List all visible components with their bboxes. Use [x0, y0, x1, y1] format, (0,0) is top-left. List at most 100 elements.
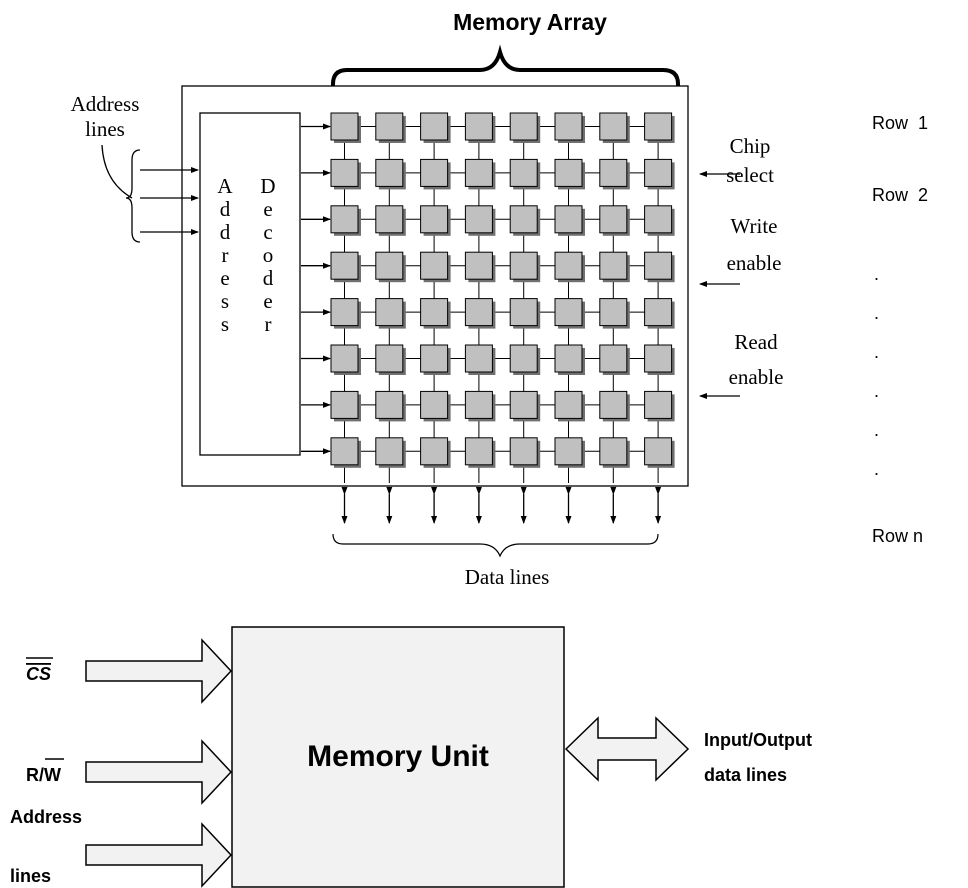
memory-cell: [554, 390, 583, 419]
row-ellipsis-dot: .: [874, 420, 879, 440]
address-lines-label-1: Address: [71, 92, 140, 116]
memory-cell: [464, 437, 493, 466]
chip-select-bar-label: CS: [26, 664, 51, 684]
read-enable-label-2: enable: [729, 365, 784, 389]
row-ellipsis-dot: .: [874, 264, 879, 284]
memory-cell: [554, 437, 583, 466]
read-write-label-r: R/: [26, 765, 44, 785]
decoder-letter-left: A: [217, 174, 233, 198]
memory-cell: [554, 344, 583, 373]
decoder-letter-left: s: [221, 312, 229, 336]
memory-cell: [330, 205, 359, 234]
decoder-letter-right: c: [263, 220, 272, 244]
memory-cell: [599, 437, 628, 466]
memory-cell: [599, 251, 628, 280]
read-write-input-arrow: [85, 739, 233, 805]
memory-cell: [599, 344, 628, 373]
memory-cell: [464, 390, 493, 419]
memory-cell: [599, 390, 628, 419]
memory-cell: [464, 205, 493, 234]
address-lines-brace: [125, 149, 141, 243]
memory-cell: [375, 298, 404, 327]
read-enable-label-1: Read: [734, 330, 778, 354]
decoder-letter-left: s: [221, 289, 229, 313]
memory-cell: [509, 390, 538, 419]
memory-cell: [644, 298, 673, 327]
memory-cell: [509, 344, 538, 373]
row-n-label: Row n: [872, 526, 923, 546]
memory-cell: [644, 112, 673, 141]
io-data-lines-label-2: data lines: [704, 765, 787, 785]
memory-cell: [420, 205, 449, 234]
memory-cell: [464, 298, 493, 327]
memory-array-title: Memory Array: [453, 9, 607, 35]
io-data-lines-label-1: Input/Output: [704, 730, 812, 750]
address-lines-label-2: lines: [85, 117, 125, 141]
read-write-label: R/W: [26, 765, 61, 785]
memory-cell: [420, 437, 449, 466]
memory-cell: [375, 344, 404, 373]
address-lines-bottom-label-2: lines: [10, 866, 51, 886]
memory-unit-box: [231, 626, 565, 888]
memory-cell: [554, 205, 583, 234]
memory-cell: [509, 112, 538, 141]
memory-cell: [464, 344, 493, 373]
memory-cell: [464, 112, 493, 141]
decoder-letter-right: e: [263, 197, 272, 221]
row-1-label: Row 1: [872, 113, 928, 133]
address-input-arrow: [85, 822, 233, 888]
memory-cell: [464, 251, 493, 280]
decoder-letter-right: d: [263, 266, 274, 290]
data-lines-brace: [332, 533, 659, 558]
decoder-letter-right: o: [263, 243, 274, 267]
io-data-double-arrow: [564, 716, 690, 782]
memory-cell: [599, 205, 628, 234]
memory-cell: [554, 298, 583, 327]
memory-cell: [509, 298, 538, 327]
memory-cell: [375, 205, 404, 234]
address-decoder-box: [199, 112, 301, 456]
memory-array-brace: [331, 44, 680, 106]
memory-cell: [554, 251, 583, 280]
memory-cell: [420, 112, 449, 141]
row-ellipsis-dot: .: [874, 303, 879, 323]
write-enable-label-1: Write: [731, 214, 778, 238]
memory-cell: [330, 251, 359, 280]
memory-cell: [599, 298, 628, 327]
memory-unit-label: Memory Unit: [307, 740, 489, 773]
decoder-letter-left: d: [220, 197, 231, 221]
chip-select-label-1: Chip: [730, 134, 771, 158]
memory-cell: [644, 344, 673, 373]
memory-cell: [644, 251, 673, 280]
memory-cell: [330, 437, 359, 466]
memory-cell: [420, 298, 449, 327]
decoder-letter-left: r: [222, 243, 229, 267]
memory-cell: [509, 205, 538, 234]
decoder-letter-left: d: [220, 220, 231, 244]
memory-cell: [644, 205, 673, 234]
memory-cell: [375, 251, 404, 280]
read-write-label-w: W: [44, 765, 61, 785]
decoder-letter-right: D: [260, 174, 275, 198]
memory-cell: [599, 112, 628, 141]
memory-cell: [509, 437, 538, 466]
data-lines-label: Data lines: [465, 565, 550, 589]
row-ellipsis: ......: [874, 264, 879, 479]
memory-cell: [464, 158, 493, 187]
memory-cell: [330, 112, 359, 141]
memory-cell: [420, 158, 449, 187]
address-lines-pointer: [101, 144, 133, 199]
memory-cell: [644, 390, 673, 419]
row-ellipsis-dot: .: [874, 459, 879, 479]
memory-cell: [330, 298, 359, 327]
memory-cell: [420, 344, 449, 373]
memory-cell: [644, 437, 673, 466]
row-2-label: Row 2: [872, 185, 928, 205]
memory-cell: [554, 112, 583, 141]
memory-cell: [420, 390, 449, 419]
decoder-letter-right: r: [265, 312, 272, 336]
memory-cell: [375, 158, 404, 187]
memory-cell: [375, 437, 404, 466]
